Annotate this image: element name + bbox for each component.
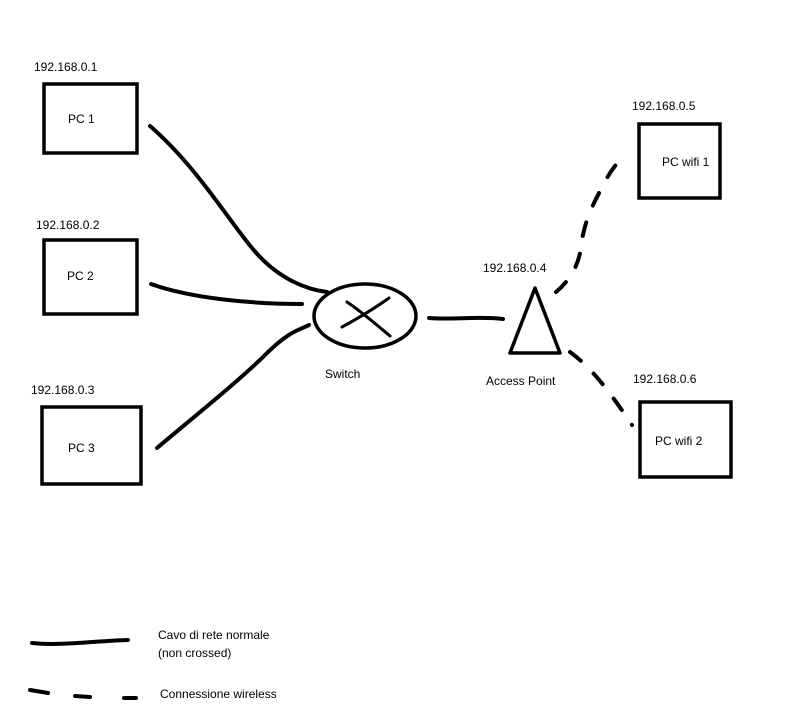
- pc1-ip: 192.168.0.1: [34, 60, 98, 74]
- pc2-box: [42, 238, 139, 316]
- switch-label: Switch: [325, 367, 360, 381]
- wireless-ap-wifi1: [554, 151, 629, 294]
- legend-wireless-dash-1: [28, 688, 50, 695]
- pc-wifi1-box: [637, 122, 722, 200]
- access-point-ip: 192.168.0.4: [483, 261, 547, 275]
- legend: Cavo di rete normale (non crossed) Conne…: [28, 628, 277, 701]
- pc-wifi1-node: 192.168.0.5 PC wifi 1: [632, 99, 722, 200]
- pc3-node: 192.168.0.3 PC 3: [31, 383, 143, 486]
- legend-cable-line: [30, 638, 130, 646]
- pc-wifi2-ip: 192.168.0.6: [633, 372, 697, 386]
- pc-wifi2-node: 192.168.0.6 PC wifi 2: [633, 372, 733, 479]
- switch-cross-line-2: [340, 296, 391, 329]
- pc-wifi2-label: PC wifi 2: [655, 434, 703, 448]
- cable-pc2-switch: [149, 282, 304, 306]
- legend-cable-label-line2: (non crossed): [158, 646, 231, 660]
- pc2-node: 192.168.0.2 PC 2: [36, 218, 139, 316]
- pc-wifi1-label: PC wifi 1: [662, 155, 710, 169]
- pc3-box: [40, 405, 143, 486]
- cable-switch-ap: [427, 315, 505, 321]
- legend-cable-label-line1: Cavo di rete normale: [158, 628, 270, 642]
- wireless-ap-wifi2: [568, 350, 634, 427]
- pc3-ip: 192.168.0.3: [31, 383, 95, 397]
- switch-node: Switch: [312, 282, 418, 381]
- pc2-ip: 192.168.0.2: [36, 218, 100, 232]
- pc-wifi1-ip: 192.168.0.5: [632, 99, 696, 113]
- legend-wireless-dash-2: [73, 694, 92, 699]
- pc3-label: PC 3: [68, 441, 95, 455]
- pc2-label: PC 2: [67, 269, 94, 283]
- legend-wireless-label: Connessione wireless: [160, 687, 277, 701]
- pc1-box: [42, 82, 139, 155]
- pc-wifi2-box: [638, 400, 733, 479]
- access-point-node: 192.168.0.4 Access Point: [483, 261, 562, 388]
- switch-cross-line-1: [345, 300, 392, 338]
- pc1-label: PC 1: [68, 112, 95, 126]
- cable-pc1-switch: [148, 124, 329, 294]
- access-point-icon: [508, 286, 562, 355]
- pc1-node: 192.168.0.1 PC 1: [34, 60, 139, 155]
- access-point-label: Access Point: [486, 374, 556, 388]
- cable-pc3-switch: [155, 323, 311, 450]
